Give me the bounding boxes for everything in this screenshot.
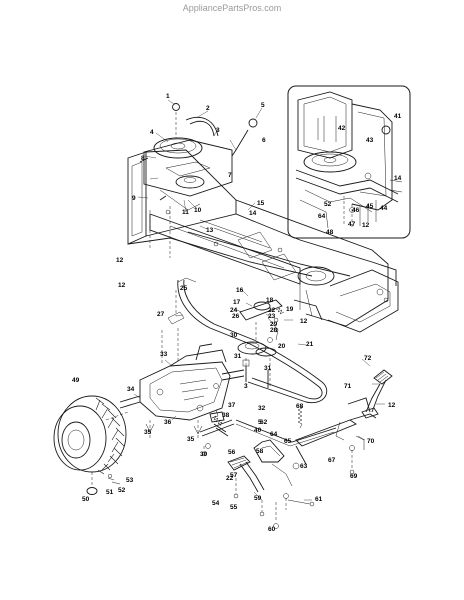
pedal-assembly [227,369,393,529]
callout: 17 [233,299,241,306]
callout: 33 [160,351,168,358]
callout: 4 [150,129,154,136]
callout: 51 [106,489,114,496]
callout: 40 [254,427,262,434]
callout: 49 [72,377,80,384]
callout: 37 [228,402,236,409]
transaxle [119,328,245,440]
inset-callout: 42 [338,125,346,132]
callout: 10 [194,207,202,214]
callout: 1 [166,93,170,100]
callout: 63 [300,463,308,470]
callout: 13 [206,227,214,234]
callout: 12 [300,318,308,325]
callout: 15 [257,200,265,207]
inset-callout: 41 [394,113,402,120]
callout: 8 [141,155,145,162]
callout: 25 [180,285,188,292]
callout: 55 [230,504,238,511]
callout: 21 [306,341,314,348]
callout: 65 [284,438,292,445]
inset-callout: 48 [326,229,334,236]
callout: 59 [254,495,262,502]
callout: 34 [127,386,135,393]
callout: 3 [244,383,248,390]
callout: 12 [388,402,396,409]
springs [211,307,303,429]
callout: 14 [249,210,257,217]
callout-numbers: 1 2 3 4 5 6 7 8 9 10 11 12 13 14 15 16 1… [72,93,402,533]
callout: 32 [258,405,266,412]
callout: 22 [268,307,276,314]
leader-lines [133,99,385,501]
callout: 9 [132,195,136,202]
callout: 28 [270,327,278,334]
callout: 3 [216,127,220,134]
inset-callout: 12 [362,222,370,229]
engine-pulley-assembly [139,103,258,258]
callout: 56 [228,449,236,456]
callout: 60 [268,526,276,533]
callout: 26 [232,313,240,320]
callout: 29 [270,321,278,328]
inset-callout: 44 [380,205,388,212]
callout: 35 [187,436,195,443]
callout: 58 [256,448,264,455]
inset-callout: 14 [394,175,402,182]
callout: 6 [262,137,266,144]
callout: 30 [230,332,238,339]
callout: 7 [228,172,232,179]
callout: 5 [261,102,265,109]
callout: 16 [236,287,244,294]
callout: 72 [364,355,372,362]
inset-callout: 45 [366,203,374,210]
callout: 50 [82,496,90,503]
callout: 61 [315,496,323,503]
inset-callout: 47 [348,221,356,228]
inset-callout: 52 [324,201,332,208]
callout: 70 [367,438,375,445]
callout: 23 [268,313,276,320]
callout: 31 [234,353,242,360]
callout: 35 [144,429,152,436]
callout: 12 [116,257,124,264]
callout: 5 [258,419,262,426]
callout: 22 [226,475,234,482]
callout: 2 [206,105,210,112]
callout: 12 [118,282,126,289]
callout: 69 [350,473,358,480]
callout: 31 [264,365,272,372]
inset-callout: 64 [318,213,326,220]
idler-arm-assembly [167,290,323,388]
detail-inset [287,85,411,239]
callout: 57 [230,472,238,479]
callout: 64 [270,431,278,438]
callout: 27 [157,311,165,318]
callout: 38 [222,412,230,419]
brake-linkage [199,407,337,457]
callout: 62 [260,419,268,426]
callout: 11 [182,209,189,216]
callout: 52 [118,487,126,494]
callout: 67 [328,457,336,464]
callout: 36 [164,419,172,426]
callout: 68 [296,403,304,410]
callout: 71 [344,383,352,390]
callout: 19 [286,306,294,313]
inset-callout: 43 [366,137,374,144]
callout: 20 [278,343,286,350]
inset-callout: 46 [352,207,360,214]
callout: 53 [126,477,134,484]
callout: 24 [230,307,238,314]
watermark: AppliancePartsPros.com [182,3,282,13]
drive-belt [177,277,328,404]
callout: 54 [212,500,220,507]
rear-wheel [53,395,129,495]
callout: 30 [200,451,208,458]
callout: 18 [266,297,274,304]
